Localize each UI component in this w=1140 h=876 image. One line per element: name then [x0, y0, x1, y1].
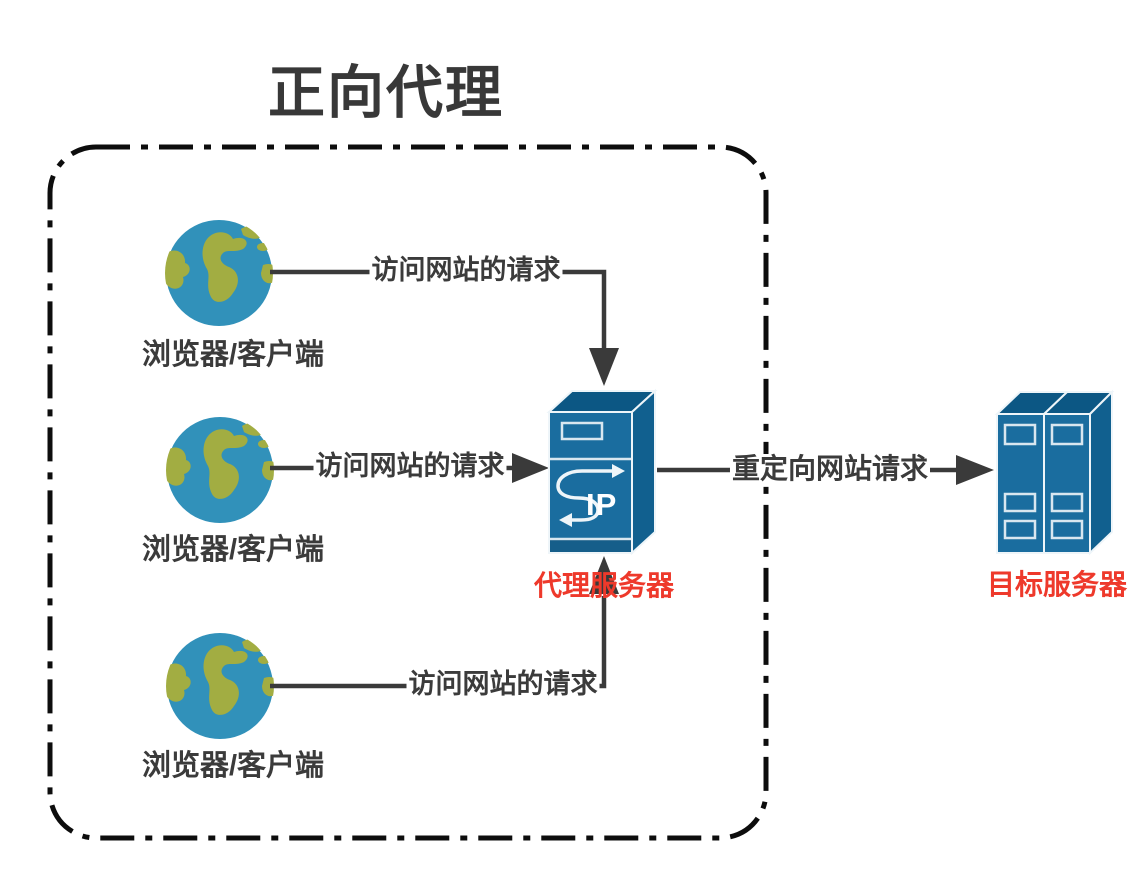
server-slot-icon	[560, 421, 604, 441]
ip-route-arrow-icon	[556, 464, 625, 527]
client-label-1: 浏览器/客户端	[141, 339, 325, 371]
client-label-3: 浏览器/客户端	[141, 750, 325, 782]
request-arrow-label-3: 访问网站的请求	[406, 669, 600, 700]
globe-icon	[162, 417, 279, 523]
target-server-label: 目标服务器	[986, 569, 1128, 600]
request-arrow-3	[270, 556, 619, 689]
proxy-boundary-box	[47, 144, 769, 841]
globe-icon	[162, 633, 279, 739]
diagram-title: 正向代理	[268, 61, 504, 125]
redirect-arrow-label: 重定向网站请求	[729, 453, 931, 485]
proxy-server-icon	[546, 388, 658, 556]
client-label-2: 浏览器/客户端	[141, 534, 325, 566]
request-arrow-label-1: 访问网站的请求	[369, 255, 563, 286]
server-rack-icon	[994, 389, 1115, 556]
request-arrow-label-2: 访问网站的请求	[313, 451, 507, 482]
globe-icon	[161, 220, 278, 326]
proxy-ip-icon-text: IP	[586, 487, 618, 522]
proxy-server-label: 代理服务器	[533, 570, 675, 601]
